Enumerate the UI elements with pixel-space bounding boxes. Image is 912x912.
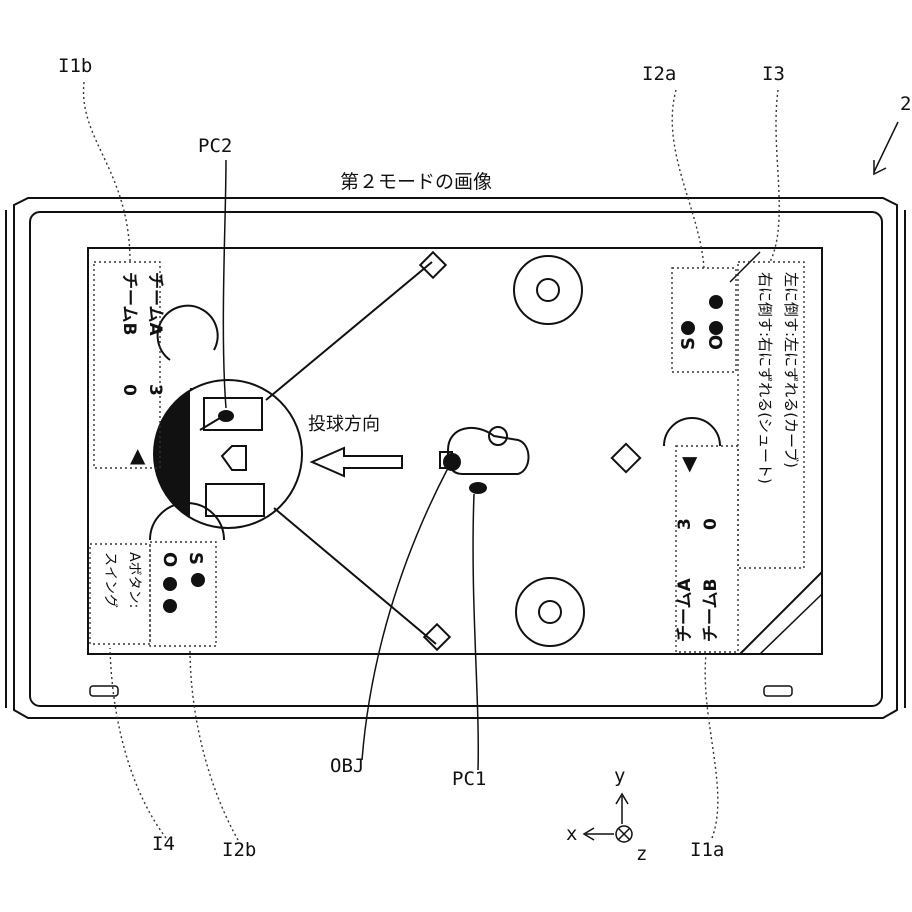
axis-indicator: y x z <box>566 765 647 865</box>
count-bottom-left: S O <box>159 552 206 613</box>
label-i2a: I2a <box>642 63 676 85</box>
team-b-label: チームB <box>701 579 721 642</box>
strike-dot <box>681 321 695 335</box>
circle-top <box>514 256 582 324</box>
label-pc1: PC1 <box>452 768 486 790</box>
label-i3: I3 <box>762 63 785 85</box>
team-b-score: 0 <box>701 518 721 530</box>
throw-direction-label: 投球方向 <box>308 414 380 435</box>
label-obj: OBJ <box>330 755 364 777</box>
inning-marker-bottom: ▼ <box>682 451 698 475</box>
team-b-score: 0 <box>119 384 139 396</box>
team-a-label: チームA <box>675 578 695 642</box>
out-dot <box>709 321 723 335</box>
pitcher-object <box>440 427 529 494</box>
tilt-hint-line2: 左に倒す:左にずれる(カーブ) <box>782 272 800 468</box>
axis-x-label: x <box>566 823 577 845</box>
home-plate-diamond <box>612 444 640 472</box>
swing-hint-line1: Aボタン: <box>126 552 142 608</box>
out-dot <box>163 577 177 591</box>
device-pointer-arrow <box>874 122 898 174</box>
zoom-view <box>154 380 302 528</box>
label-i4: I4 <box>152 833 175 855</box>
label-device-number: 2 <box>900 93 911 115</box>
tilt-hint: 右に倒す:右にずれる(シュート) 左に倒す:左にずれる(カーブ) <box>756 272 800 484</box>
second-base <box>420 252 445 277</box>
team-a-score: 3 <box>145 384 165 396</box>
swing-hint: Aボタン: スイング <box>102 552 142 608</box>
ball-pc1 <box>469 482 487 494</box>
inning-marker-top: ▲ <box>130 443 146 467</box>
axis-z-label: z <box>636 843 647 865</box>
count-top-right-box <box>672 268 736 372</box>
out-label: O <box>159 552 180 567</box>
scoreboard-top-left: チームA 3 チームB 0 <box>119 272 165 396</box>
baseball-field <box>150 252 822 654</box>
scoreboard-bottom-right: チームA 3 チームB 0 <box>675 518 721 642</box>
out-label: O <box>706 335 727 350</box>
label-i1a: I1a <box>690 839 724 861</box>
axis-y-label: y <box>614 765 625 787</box>
team-b-label: チームB <box>119 272 139 335</box>
throw-direction-arrow <box>312 448 402 476</box>
team-a-label: チームA <box>145 272 165 336</box>
label-i2b: I2b <box>222 839 256 861</box>
figure-title: 第２モードの画像 <box>340 171 492 193</box>
team-a-score: 3 <box>675 518 695 530</box>
out-dot <box>163 599 177 613</box>
strike-label: S <box>185 552 206 565</box>
out-dot <box>709 295 723 309</box>
label-i1b: I1b <box>58 55 92 77</box>
swing-hint-line2: スイング <box>102 552 118 608</box>
tilt-hint-line1: 右に倒す:右にずれる(シュート) <box>756 272 774 484</box>
circle-bottom <box>516 578 584 646</box>
strike-label: S <box>678 337 699 350</box>
label-pc2: PC2 <box>198 135 232 157</box>
strike-dot <box>191 573 205 587</box>
count-top-right: S O <box>678 295 727 350</box>
